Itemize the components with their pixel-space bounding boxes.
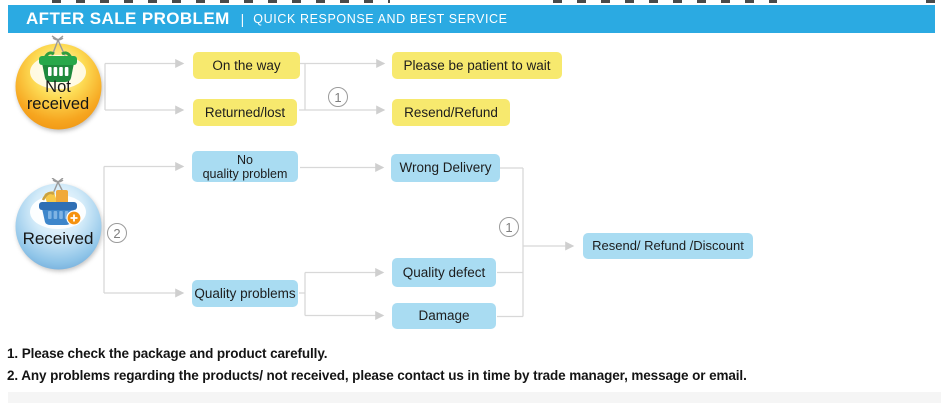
title-separator: | bbox=[240, 11, 245, 27]
step-badge-2: 2 bbox=[107, 223, 127, 243]
note-line-1: 1. Please check the package and product … bbox=[7, 346, 328, 361]
hanger-icon bbox=[51, 35, 66, 57]
step-badge-1-right: 1 bbox=[499, 217, 519, 237]
flow-box-on-the-way: On the way bbox=[193, 52, 300, 79]
clipped-text-fragment bbox=[926, 0, 938, 3]
flow-box-quality-defect: Quality defect bbox=[392, 258, 496, 287]
flow-box-no-quality-problem: No quality problem bbox=[192, 151, 298, 182]
section-subtitle: QUICK RESPONSE AND BEST SERVICE bbox=[253, 12, 508, 26]
flow-box-resend-refund-discount: Resend/ Refund /Discount bbox=[583, 233, 753, 259]
received-node-circle bbox=[15, 178, 102, 270]
flow-box-wrong-delivery: Wrong Delivery bbox=[391, 154, 500, 182]
section-title: AFTER SALE PROBLEM bbox=[26, 9, 230, 28]
not-received-node-circle bbox=[15, 35, 102, 130]
clipped-text-fragment bbox=[553, 0, 777, 3]
green-shopping-basket-icon bbox=[39, 51, 77, 82]
clipped-text-fragment bbox=[52, 0, 390, 3]
received-label: Received bbox=[22, 229, 94, 248]
flow-box-returned-lost: Returned/lost bbox=[193, 99, 297, 126]
flow-box-please-wait: Please be patient to wait bbox=[392, 52, 562, 79]
flow-box-resend-refund: Resend/Refund bbox=[392, 99, 510, 126]
blue-shopping-basket-icon bbox=[39, 190, 82, 226]
bottom-divider-bar bbox=[8, 392, 941, 403]
flow-box-damage: Damage bbox=[392, 303, 496, 329]
note-line-2: 2. Any problems regarding the products/ … bbox=[7, 368, 747, 383]
section-header-banner: AFTER SALE PROBLEM | QUICK RESPONSE AND … bbox=[8, 5, 935, 33]
flow-box-quality-problems: Quality problems bbox=[192, 280, 298, 307]
not-received-label: Not received bbox=[26, 78, 90, 113]
step-badge-1-top: 1 bbox=[328, 87, 348, 107]
